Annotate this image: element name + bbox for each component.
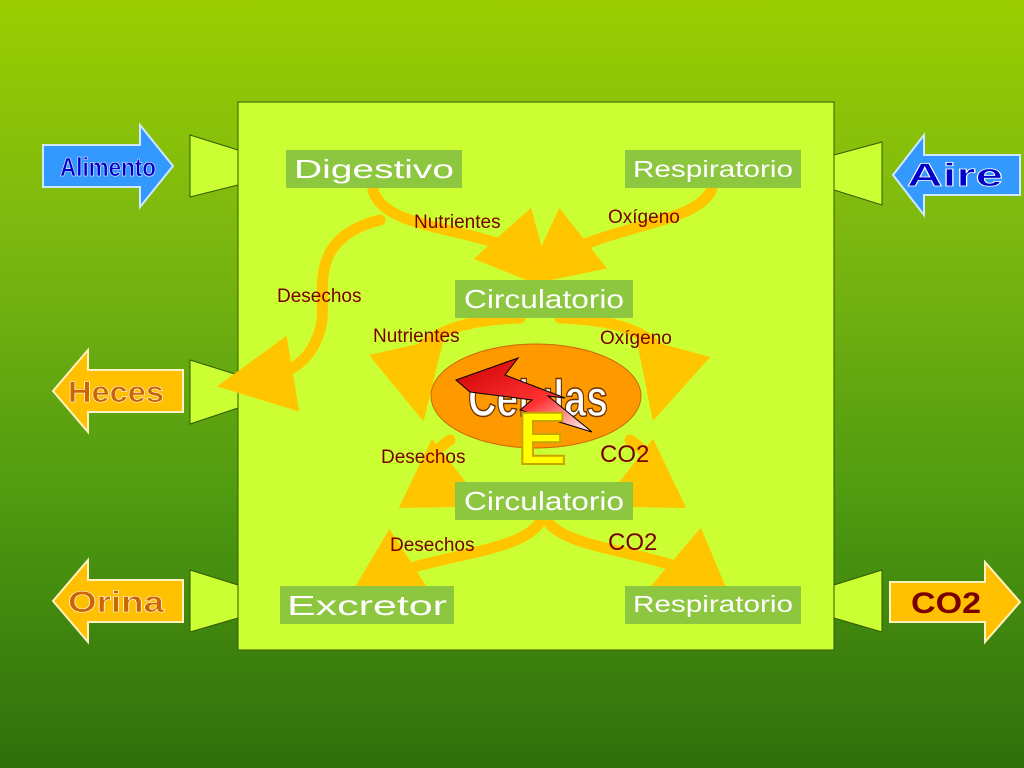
organ-digestivo-label: Digestivo <box>294 154 454 184</box>
flow-arrow-co2-cells <box>600 434 687 509</box>
flow-arrow-nutrientes-cells <box>368 312 526 422</box>
flow-label-nutrientes-1: Nutrientes <box>414 212 501 233</box>
flow-label-desechos-3: Desechos <box>390 535 475 556</box>
organ-digestivo: Digestivo <box>286 150 462 188</box>
flow-label-desechos-1: Desechos <box>277 286 362 307</box>
energy-label: E <box>517 397 566 480</box>
organ-respiratorio-top: Respiratorio <box>625 150 801 188</box>
flow-label-nutrientes-2: Nutrientes <box>373 326 460 347</box>
output-arrow-heces-label: Heces <box>68 376 164 409</box>
input-arrow-alimento-label: Alimento <box>60 152 156 182</box>
output-arrow-co2-label: CO2 <box>911 587 981 620</box>
flow-arrow-nutrientes-top <box>367 184 554 291</box>
connector-alimento <box>189 134 239 198</box>
organ-circulatorio-top-label: Circulatorio <box>464 284 624 314</box>
flow-arrow-oxigeno-top <box>522 182 718 286</box>
flow-label-oxigeno-2: Oxígeno <box>600 328 672 349</box>
organ-excretor-label: Excretor <box>287 590 447 621</box>
flow-label-co2-1: CO2 <box>600 441 649 468</box>
flow-arrow-desechos-cells <box>398 434 485 509</box>
connector-co2 <box>833 569 883 633</box>
organ-excretor: Excretor <box>280 586 454 624</box>
input-arrow-aire: Aire <box>891 132 1021 218</box>
output-arrow-orina: Orina <box>51 557 184 645</box>
flow-label-co2-2: CO2 <box>608 529 657 556</box>
flow-arrow-desechos-excretor <box>345 516 546 603</box>
input-arrow-aire-label: Aire <box>907 157 1003 193</box>
organ-circulatorio-top: Circulatorio <box>455 280 633 318</box>
connector-orina <box>189 569 239 633</box>
flow-arrow-co2-respiratorio <box>542 516 735 608</box>
connector-aire <box>833 141 883 206</box>
input-arrow-alimento: Alimento <box>42 122 175 210</box>
flow-label-desechos-2: Desechos <box>381 447 466 468</box>
organ-circulatorio-bottom-label: Circulatorio <box>464 486 624 516</box>
lightning-bolt-icon <box>455 356 593 433</box>
output-arrow-heces: Heces <box>51 347 184 435</box>
flow-arrow-desechos-heces <box>217 214 386 412</box>
flow-arrow-oxigeno-cells <box>554 312 711 422</box>
output-arrow-orina-label: Orina <box>68 586 164 619</box>
organ-respiratorio-bottom-label: Respiratorio <box>633 591 793 617</box>
organ-respiratorio-top-label: Respiratorio <box>633 156 793 182</box>
flow-label-oxigeno-1: Oxígeno <box>608 207 680 228</box>
organ-circulatorio-bottom: Circulatorio <box>455 482 633 520</box>
connector-heces <box>189 359 239 425</box>
organ-respiratorio-bottom: Respiratorio <box>625 586 801 624</box>
flow-arrows <box>217 182 735 608</box>
output-arrow-co2: CO2 <box>889 559 1022 645</box>
